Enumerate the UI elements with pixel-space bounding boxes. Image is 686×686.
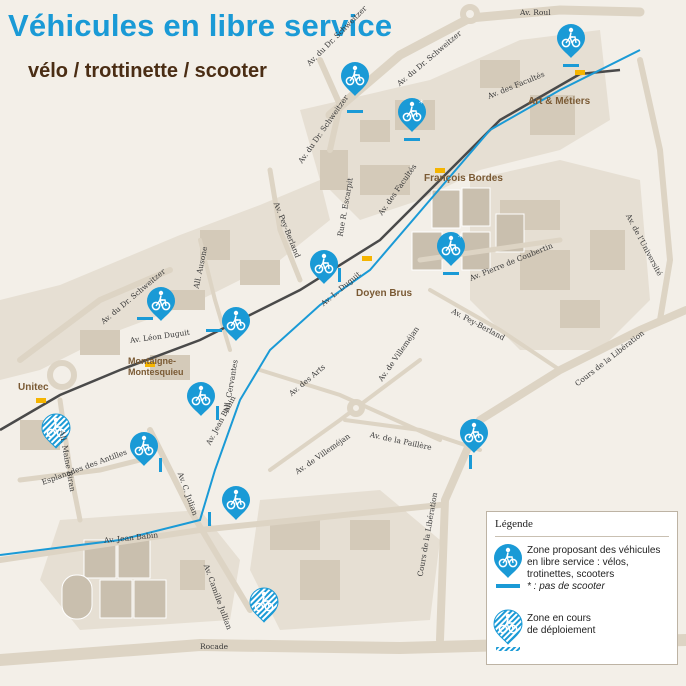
legend-item-deploying: Zone en cours de déploiement <box>527 613 667 637</box>
place-montaigne-line2: Montesquieu <box>128 367 184 377</box>
street-av-roul: Av. Roul <box>520 8 551 17</box>
bike-rider-map-pin-icon[interactable] <box>557 24 585 67</box>
legend-divider <box>495 536 669 537</box>
bike-rider-map-pin-icon[interactable] <box>130 432 162 472</box>
tram-line <box>0 68 621 432</box>
bike-rider-hatched-pin-icon[interactable] <box>249 587 279 623</box>
bike-rider-asterisk-pin-icon[interactable]: * <box>437 232 465 275</box>
bike-rider-map-pin-icon[interactable] <box>187 382 219 420</box>
map-legend: Légende Zone proposant des véhicules en … <box>486 511 678 665</box>
legend-title: Légende <box>495 518 533 530</box>
legend-bike-pin-icon <box>493 542 523 588</box>
bike-rider-map-pin-icon[interactable] <box>206 307 250 341</box>
svg-text:*: * <box>419 99 424 109</box>
legend-item-available: Zone proposant des véhicules en libre se… <box>527 545 673 593</box>
page-subtitle: vélo / trottinette / scooter <box>28 60 267 82</box>
svg-text:*: * <box>458 233 463 243</box>
page-title: Véhicules en libre service <box>8 8 393 43</box>
place-montaigne: Montaigne- Montesquieu <box>128 356 184 378</box>
street-rocade: Rocade <box>200 642 229 651</box>
legend-item-available-text: Zone proposant des véhicules en libre se… <box>527 545 661 580</box>
bike-rider-hatched-pin-icon[interactable] <box>41 413 71 449</box>
map-markers: * * <box>41 24 585 623</box>
legend-hatched-pin-icon <box>493 609 523 651</box>
bike-rider-map-pin-icon[interactable] <box>208 486 250 526</box>
bike-rider-map-pin-icon[interactable] <box>310 250 341 284</box>
bike-rider-map-pin-icon[interactable] <box>460 419 488 469</box>
bike-rider-map-pin-icon[interactable] <box>341 62 369 113</box>
place-francois-bordes: François Bordes <box>424 173 503 184</box>
bike-rider-asterisk-pin-icon[interactable]: * <box>398 98 426 141</box>
legend-item-available-note: * : pas de scooter <box>527 581 605 592</box>
place-art-metiers: Art & Métiers <box>528 96 591 107</box>
place-montaigne-line1: Montaigne- <box>128 356 176 366</box>
roundabouts <box>47 4 480 417</box>
legend-item-deploying-line2: de déploiement <box>527 625 596 636</box>
legend-item-deploying-line1: Zone en cours <box>527 613 591 624</box>
place-doyen-brus: Doyen Brus <box>356 288 413 299</box>
cycle-path <box>0 49 641 556</box>
place-unitec: Unitec <box>18 382 49 393</box>
tram-stops <box>36 70 585 403</box>
bike-rider-map-pin-icon[interactable] <box>137 287 175 321</box>
